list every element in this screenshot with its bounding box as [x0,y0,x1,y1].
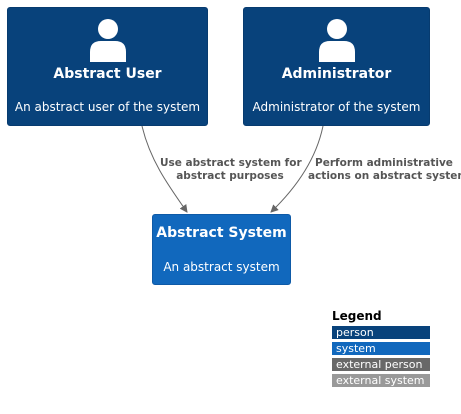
relationship-label-line: abstract purposes [176,170,284,182]
legend-item-external-person: external person [332,358,430,371]
legend-item-person: person [332,326,430,339]
relationship-label-line: Perform administrative [315,157,453,169]
person-icon [89,19,126,62]
administrator-node[interactable]: Administrator Administrator of the syste… [243,7,430,126]
legend-title: Legend [332,309,382,323]
administrator-description: Administrator of the system [252,100,421,114]
abstract-system-title: Abstract System [156,225,287,241]
relationship-label-user-to-system: Use abstract system for abstract purpose… [160,157,302,183]
edge-user-to-system [141,125,188,213]
abstract-system-node[interactable]: Abstract System An abstract system [152,214,291,285]
relationship-label-line: Use abstract system for [160,157,302,169]
abstract-user-description: An abstract user of the system [14,100,201,114]
abstract-system-description: An abstract system [163,260,280,274]
edge-admin-to-system [270,125,324,213]
abstract-user-title: Abstract User [53,66,162,82]
relationship-label-admin-to-system: Perform administrative actions on abstra… [308,157,461,183]
relationship-label-line: actions on abstract system [308,170,461,182]
legend-item-system: system [332,342,430,355]
legend-item-external-system: external system [332,374,430,387]
abstract-user-node[interactable]: Abstract User An abstract user of the sy… [7,7,208,126]
person-icon [318,19,355,62]
administrator-title: Administrator [281,66,392,82]
